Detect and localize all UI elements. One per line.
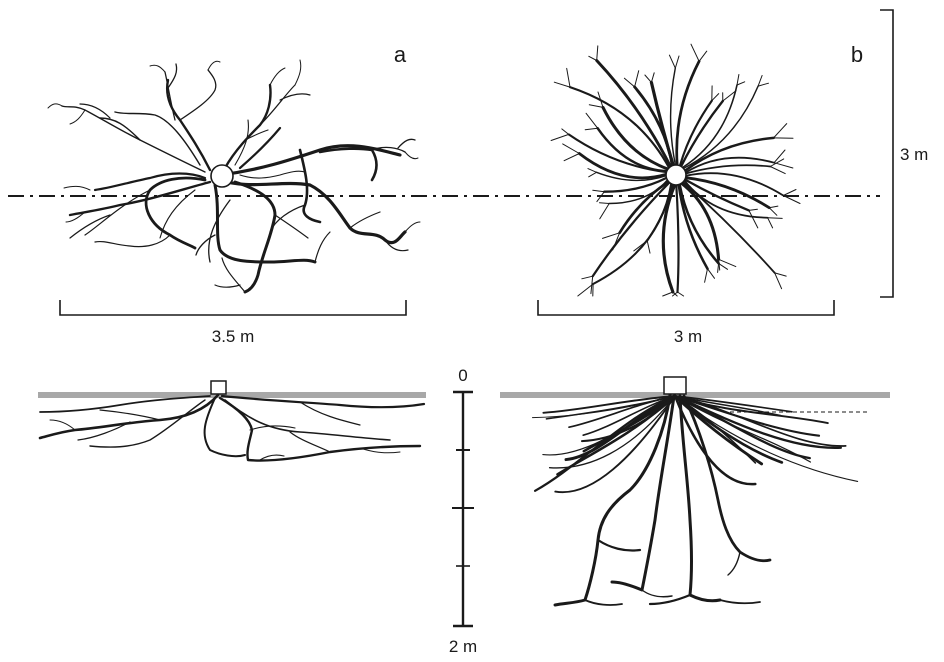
panel-b-root-fork xyxy=(562,129,569,135)
panel-a-stem-base xyxy=(211,165,233,187)
panel-b-root-fork xyxy=(705,269,708,283)
panel-b-root-fork xyxy=(593,190,605,191)
panel-b-root-fork xyxy=(645,75,652,82)
panel-b-radial-root xyxy=(671,68,676,165)
panel-b-radial-root xyxy=(569,134,667,172)
panel-b-plan-view: 3 m 3 m b xyxy=(538,10,928,346)
panel-b-root-fork xyxy=(589,172,597,177)
panel-b-root-fork xyxy=(769,208,777,216)
panel-b-root-fork xyxy=(699,51,707,61)
panel-b-radial-root xyxy=(677,61,699,165)
panel-b-profile-view xyxy=(500,377,890,605)
depth-scale-bottom-label: 2 m xyxy=(449,637,477,656)
panel-b-radial-root xyxy=(593,184,671,284)
panel-b-stem-base xyxy=(666,165,686,185)
panel-b-root-fork xyxy=(737,75,739,86)
panel-a-plan-roots xyxy=(48,60,420,292)
panel-b-width-label: 3 m xyxy=(674,327,702,346)
panel-b-root-fork xyxy=(737,82,745,85)
panel-b-root-fork xyxy=(749,210,758,228)
panel-b-root-fork xyxy=(770,167,785,174)
panel-b-root-fork xyxy=(563,144,580,154)
panel-b-profile-laterals xyxy=(533,396,858,492)
panel-a-width-scale-bar xyxy=(60,300,406,315)
panel-b-root-fork xyxy=(774,124,787,138)
panel-b-root-fork xyxy=(651,73,654,83)
panel-b-root-fork xyxy=(691,44,699,61)
panel-b-soil-surface xyxy=(500,392,890,398)
depth-scale-top-label: 0 xyxy=(458,366,467,385)
panel-b-width-scale-bar xyxy=(538,300,834,315)
panel-b-root-fork xyxy=(768,218,773,228)
panel-b-letter: b xyxy=(851,42,863,67)
panel-a-plan-view: 3.5 m a xyxy=(48,42,420,346)
panel-b-profile-lateral-root xyxy=(569,396,675,427)
panel-b-root-fork xyxy=(775,273,782,289)
panel-b-root-fork xyxy=(758,76,762,87)
panel-b-height-scale-bar xyxy=(880,10,893,297)
panel-b-stump xyxy=(664,377,686,394)
panel-a-width-label: 3.5 m xyxy=(212,327,255,346)
panel-b-root-fork xyxy=(585,128,597,130)
panel-b-root-fork xyxy=(600,203,610,204)
panel-b-root-fork xyxy=(554,82,570,87)
panel-b-root-fork xyxy=(589,56,597,60)
panel-a-stump xyxy=(211,381,226,394)
panel-b-root-fork xyxy=(768,218,783,219)
panel-b-root-fork xyxy=(758,83,768,86)
panel-b-root-fork xyxy=(586,113,598,128)
panel-b-root-fork xyxy=(564,154,579,161)
panel-b-root-fork xyxy=(600,204,609,219)
depth-scale: 0 2 m xyxy=(449,366,477,656)
panel-a-profile-roots xyxy=(40,395,424,461)
panel-b-root-fork xyxy=(669,55,675,68)
panel-b-root-fork xyxy=(749,209,758,210)
panel-b-profile-roots xyxy=(555,395,770,605)
panel-b-root-fork xyxy=(582,276,593,279)
panel-b-height-label: 3 m xyxy=(900,145,928,164)
panel-b-root-fork xyxy=(597,46,598,61)
panel-a-profile-view xyxy=(38,381,426,461)
panel-b-root-fork xyxy=(551,134,569,140)
panel-b-root-fork xyxy=(635,71,639,87)
panel-a-letter: a xyxy=(394,42,407,67)
panel-b-root-fork xyxy=(588,169,597,173)
panel-b-root-fork xyxy=(774,163,793,168)
panel-b-root-fork xyxy=(678,292,684,296)
panel-b-root-fork xyxy=(708,269,715,279)
panel-b-root-fork xyxy=(647,241,650,253)
panel-b-radial-root xyxy=(676,185,678,292)
panel-b-radial-root xyxy=(686,173,783,195)
panel-b-root-fork xyxy=(712,94,719,101)
panel-b-root-fork xyxy=(567,68,570,87)
panel-b-root-fork xyxy=(769,206,778,208)
panel-b-root-fork xyxy=(675,56,679,68)
panel-b-root-fork xyxy=(603,233,620,239)
panel-b-root-fork xyxy=(783,190,796,196)
panel-b-radial-root xyxy=(663,185,674,292)
panel-b-root-fork xyxy=(718,263,719,272)
panel-b-root-fork xyxy=(624,78,634,87)
panel-b-root-fork xyxy=(589,105,603,108)
panel-b-root-fork xyxy=(663,292,673,296)
